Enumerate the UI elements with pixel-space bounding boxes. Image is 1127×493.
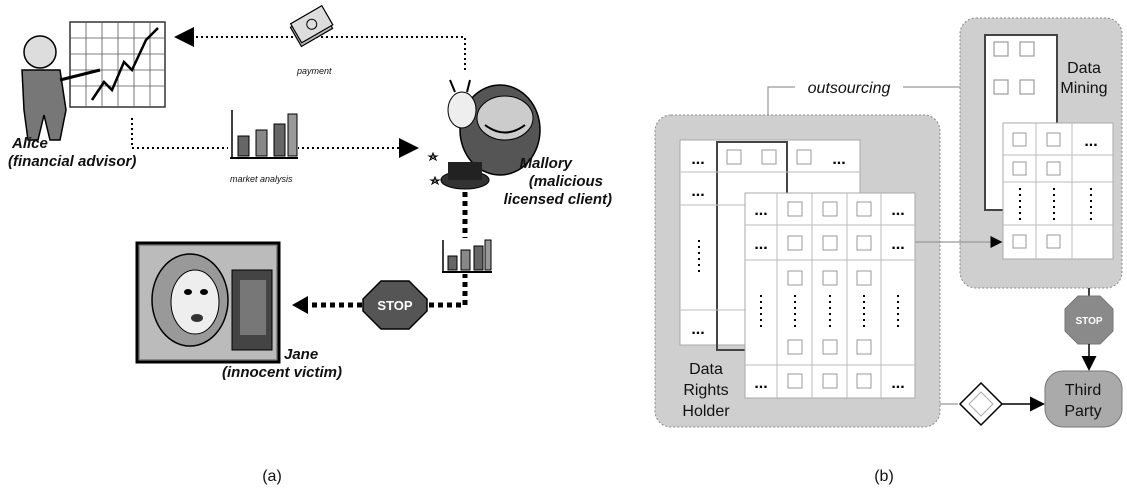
ellipsis-h: ... (691, 321, 704, 338)
mining-table-front: ... (1002, 122, 1114, 260)
jane-name: Jane (284, 346, 318, 363)
data-mining-line1: Data (1067, 60, 1101, 77)
market-analysis-arrow (131, 118, 419, 158)
alice-name: Alice (11, 135, 48, 152)
alice-role: (financial advisor) (8, 153, 136, 170)
outsourcing-label: outsourcing (808, 80, 891, 97)
ellipsis-h: ... (891, 202, 904, 219)
ellipsis-h: ... (754, 236, 767, 253)
ellipsis-h: ... (754, 202, 767, 219)
mallory-role-line2: licensed client) (504, 191, 612, 208)
third-party-line2: Party (1064, 403, 1101, 420)
stop-sign-b: STOP (1064, 295, 1114, 345)
mallory-role-line1: (malicious (529, 173, 603, 190)
leak-path (428, 192, 468, 308)
rights-line2: Rights (683, 382, 728, 399)
third-party-line1: Third (1065, 382, 1101, 399)
jane-role: (innocent victim) (222, 364, 342, 381)
stop-label-b: STOP (1075, 316, 1102, 327)
bar-chart-icon (228, 108, 298, 160)
ellipsis-h: ... (832, 151, 845, 168)
money-icon (289, 4, 334, 48)
rights-line3: Holder (682, 403, 730, 420)
panel-b: outsourcing Data Mining ... (654, 17, 1123, 485)
stop-sign-a: STOP (362, 280, 428, 330)
mallory-illustration (427, 79, 541, 190)
decision-diamond (958, 381, 1004, 427)
stop-label-a: STOP (377, 298, 412, 313)
mallory-name: Mallory (519, 155, 572, 172)
panel-a: Alice (financial advisor) payment market… (8, 4, 612, 485)
data-mining-line2: Mining (1060, 80, 1107, 97)
alice-illustration (21, 21, 166, 141)
ellipsis-h: ... (754, 375, 767, 392)
third-party-box (1044, 370, 1123, 428)
rights-line1: Data (689, 361, 723, 378)
ellipsis-h: ... (691, 183, 704, 200)
jane-illustration (135, 241, 281, 364)
payment-label: payment (296, 66, 332, 76)
leaked-chart-icon (440, 238, 492, 274)
ellipsis-h: ... (891, 236, 904, 253)
ellipsis-h: ... (1084, 133, 1097, 150)
ellipsis-h: ... (691, 151, 704, 168)
rights-table-front: ... ... ... ... ... ... (744, 192, 916, 399)
ellipsis-h: ... (891, 375, 904, 392)
market-analysis-label: market analysis (230, 174, 293, 184)
payment-arrow (174, 27, 466, 70)
caption-a: (a) (262, 468, 282, 485)
caption-b: (b) (874, 468, 894, 485)
